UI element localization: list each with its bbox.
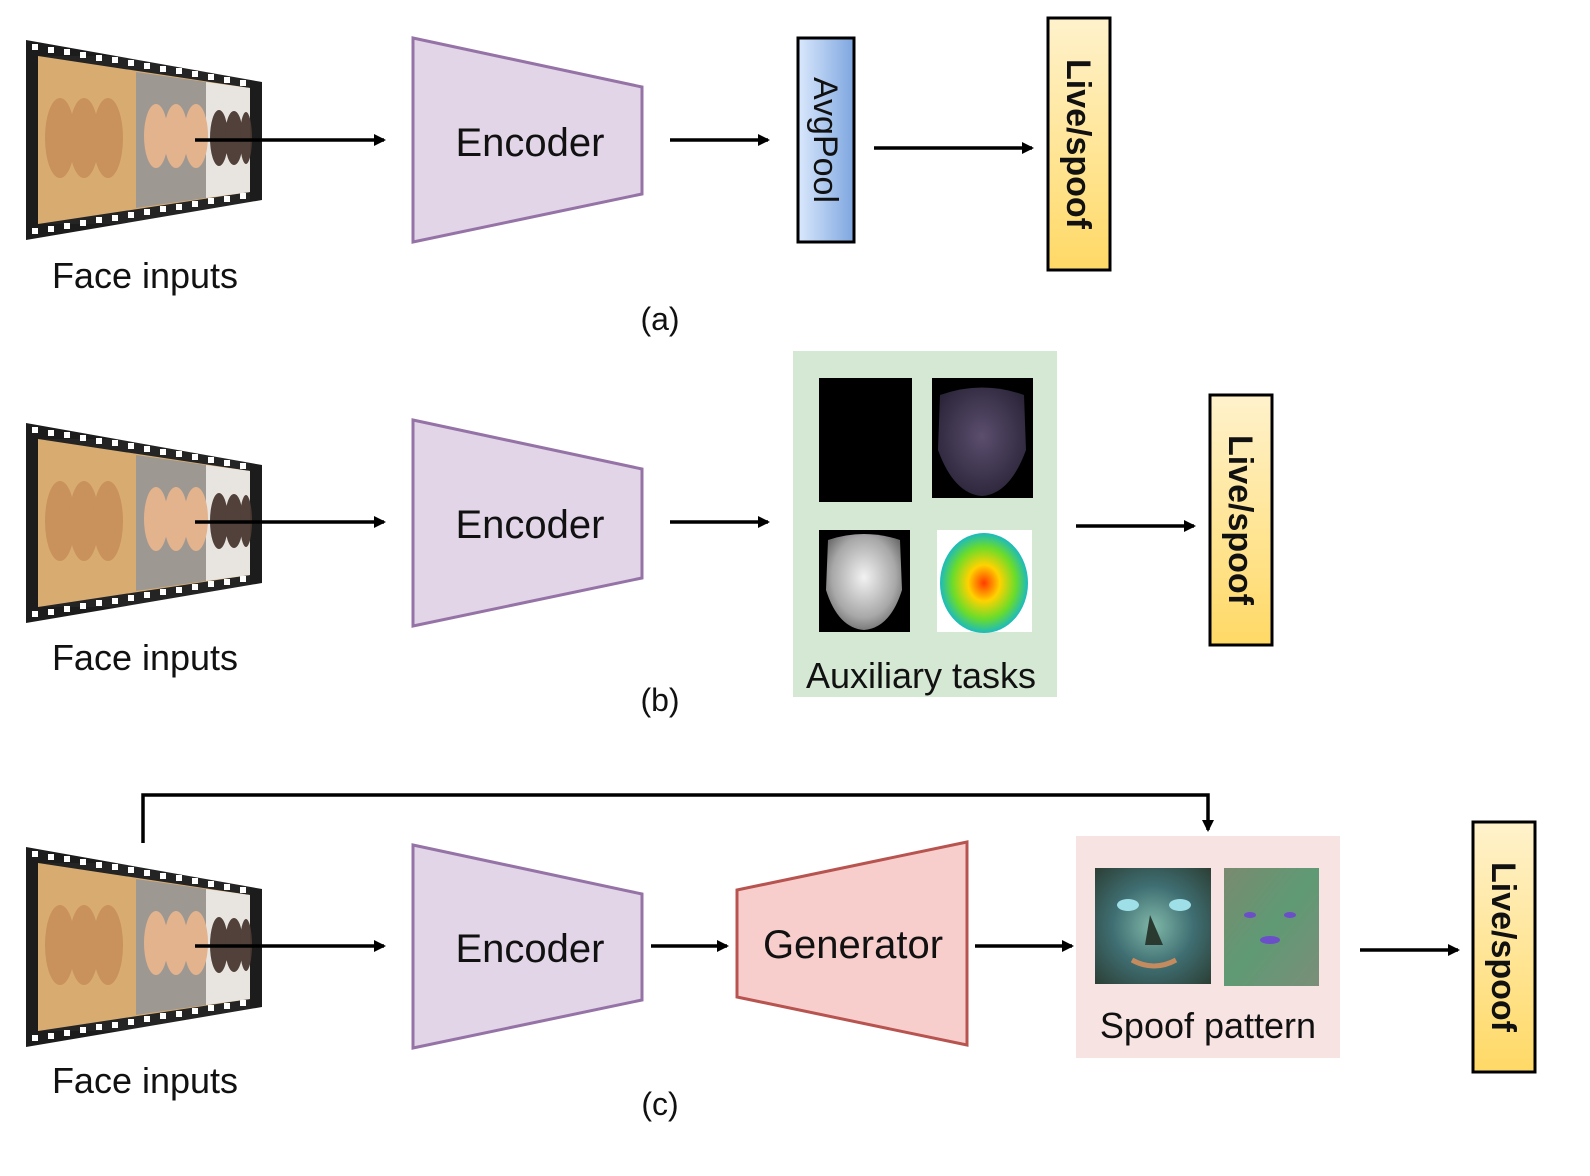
aux-binary-mask-image	[819, 378, 912, 502]
aux-texture-face	[938, 387, 1026, 496]
caption-c: (c)	[641, 1086, 678, 1122]
spoof-pattern-2-marks	[1244, 912, 1296, 944]
face-inputs-label-c: Face inputs	[52, 1060, 238, 1101]
caption-a: (a)	[640, 301, 679, 337]
encoder-block-c	[411, 843, 644, 1050]
live-spoof-block-a	[1046, 16, 1112, 272]
encoder-label-a: Encoder	[456, 121, 605, 165]
avgpool-block-a	[796, 36, 856, 244]
encoder-block-b	[411, 418, 644, 628]
live-spoof-label-c: Live/spoof	[1484, 862, 1522, 1033]
encoder-label-b: Encoder	[456, 503, 605, 547]
encoder-block-a	[411, 36, 644, 244]
live-spoof-label-b: Live/spoof	[1221, 435, 1259, 606]
live-spoof-block-c	[1471, 820, 1537, 1074]
panel-b: Face inputs Encoder Auxiliary tasks Live…	[26, 351, 1274, 718]
spoof-pattern-image-2	[1224, 868, 1319, 986]
spoof-pattern-label: Spoof pattern	[1100, 1005, 1316, 1046]
live-spoof-block-b	[1208, 393, 1274, 647]
auxiliary-tasks-label: Auxiliary tasks	[806, 655, 1036, 696]
panel-a: Face inputs Encoder AvgPool Live/spoof (…	[26, 16, 1112, 337]
aux-depth-face	[826, 534, 902, 630]
skip-arrow-input-to-spoof	[141, 793, 1214, 843]
panel-c: Face inputs Encoder Generator Spoof patt…	[26, 793, 1537, 1122]
encoder-label-c: Encoder	[456, 927, 605, 971]
generator-block	[735, 840, 969, 1047]
generator-label: Generator	[763, 923, 943, 967]
live-spoof-label-a: Live/spoof	[1059, 59, 1097, 230]
spoof-face-features	[1117, 899, 1191, 969]
caption-b: (b)	[640, 682, 679, 718]
face-inputs-label-b: Face inputs	[52, 637, 238, 678]
face-inputs-label-a: Face inputs	[52, 255, 238, 296]
avgpool-label-a: AvgPool	[806, 77, 844, 203]
aux-reflection-heat-face	[940, 533, 1028, 633]
